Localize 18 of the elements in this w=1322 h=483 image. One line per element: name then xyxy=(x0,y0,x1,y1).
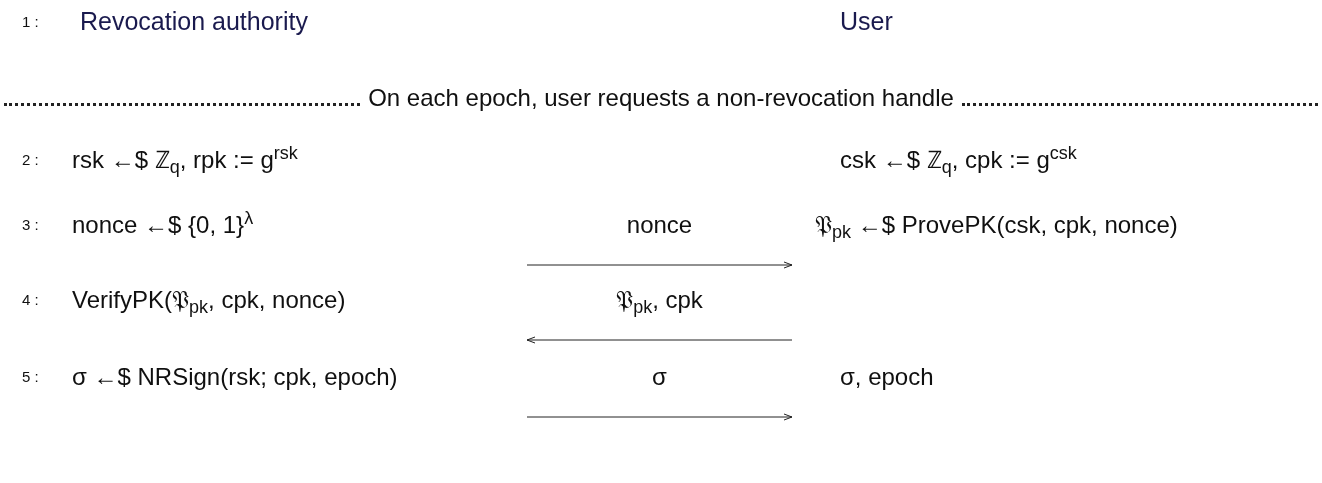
message-label: nonce xyxy=(626,210,693,240)
line-number: 3 : xyxy=(22,214,39,235)
line-number: 5 : xyxy=(22,366,39,387)
protocol-step: VerifyPK(𝔓$_{pk}$, cpk, nonce) xyxy=(72,282,346,318)
column-heading: Revocation authority xyxy=(80,6,308,38)
line-number: 4 : xyxy=(22,289,39,310)
protocol-step: σ ←$ NRSign(rsk; cpk, epoch) xyxy=(72,359,398,395)
protocol-step: 𝔓$_{pk}$ ←$ ProvePK(csk, cpk, nonce) xyxy=(815,207,1178,243)
line-number: 1 : xyxy=(22,11,39,32)
column-heading: User xyxy=(840,6,893,38)
line-number: 2 : xyxy=(22,149,39,170)
message-label: 𝔓$_{pk}$, cpk xyxy=(616,285,703,318)
protocol-step: nonce ←$ {0, 1}$^{λ}$ xyxy=(72,207,254,243)
section-heading: On each epoch, user requests a non-revocation handle xyxy=(368,83,954,113)
protocol-step: σ, epoch xyxy=(840,359,934,395)
protocol-step: csk ←$ ℤ$_{q}$, cpk := g$^{csk}$ xyxy=(840,142,1077,178)
protocol-step: rsk ←$ ℤ$_{q}$, rpk := g$^{rsk}$ xyxy=(72,142,298,178)
message-label: σ xyxy=(652,362,667,392)
